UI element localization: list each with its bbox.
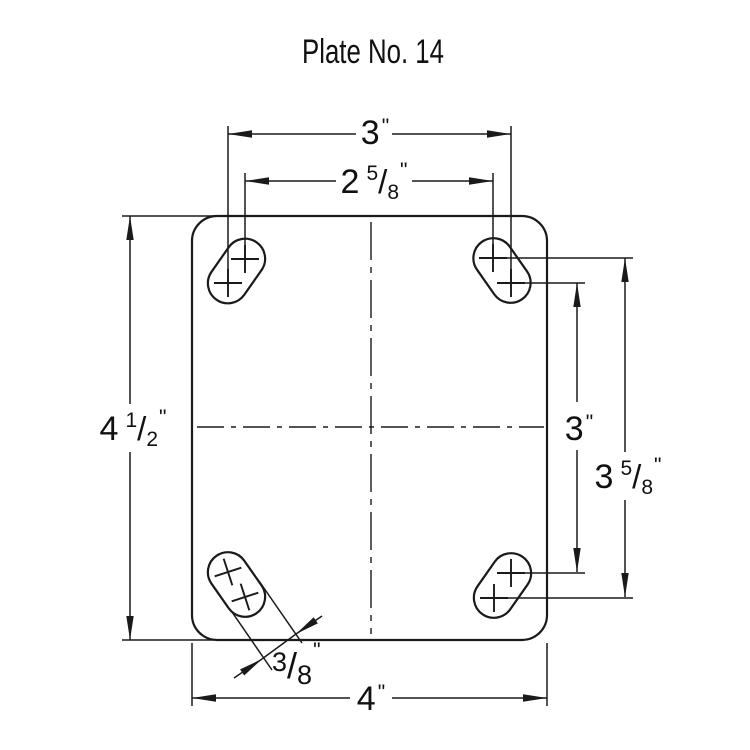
center-cross bbox=[214, 558, 242, 586]
dimension-line bbox=[233, 658, 263, 679]
dimension-label-bottom-width: 4" bbox=[357, 680, 385, 718]
dimension-slot-width-3-8in: 3/8" bbox=[233, 615, 323, 690]
dimension-label-right-inner: 3" bbox=[565, 410, 593, 448]
dimension-line bbox=[261, 633, 297, 660]
dimension-label-slot-width: 3/8" bbox=[272, 639, 321, 690]
plate-outline bbox=[190, 214, 549, 642]
slot-bottom-left bbox=[206, 551, 267, 618]
slot-tangent-extension-line bbox=[231, 611, 273, 671]
dimension-top-outer-3in: 3" bbox=[228, 114, 511, 152]
dimension-line bbox=[295, 615, 323, 635]
extension-lines bbox=[122, 126, 633, 706]
dimension-right-inner-3in: 3" bbox=[565, 283, 593, 572]
slot-top-right bbox=[472, 237, 532, 304]
dimension-bottom-4in: 4" bbox=[192, 680, 547, 718]
dimension-label-top-outer: 3" bbox=[361, 114, 389, 152]
slot-tangent-extension-line bbox=[258, 580, 303, 644]
slot-bottom-right bbox=[472, 552, 533, 619]
bolt-slots bbox=[206, 237, 533, 619]
drawing-title: Plate No. 14 bbox=[302, 33, 444, 71]
hole-center-marks bbox=[214, 244, 525, 612]
slot-top-left bbox=[206, 237, 267, 305]
center-cross bbox=[231, 583, 259, 611]
